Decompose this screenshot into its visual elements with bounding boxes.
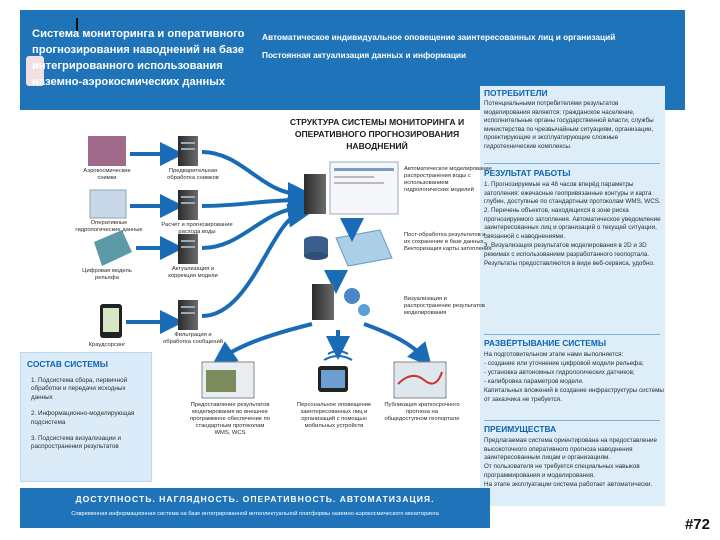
poster-title: Система мониторинга и оперативного прогн… — [32, 28, 245, 88]
server-icon — [178, 136, 198, 166]
output-label: Персональное оповещение заинтересованных… — [296, 402, 372, 429]
server-icon — [178, 234, 198, 264]
results-heading: РЕЗУЛЬТАТ РАБОТЫ — [484, 168, 571, 178]
visualization-label: Визуализация и распространение результат… — [404, 296, 485, 316]
footer-tagline: ДОСТУПНОСТЬ. НАГЛЯДНОСТЬ. ОПЕРАТИВНОСТЬ.… — [75, 494, 435, 504]
hydrology-data-icon — [89, 189, 127, 219]
processing-label: Расчёт и прогнозирование расхода воды — [161, 222, 233, 235]
divider — [484, 163, 660, 164]
composition-list: 1. Подсистема сбора, первичной обработки… — [31, 377, 149, 460]
advantages-heading: ПРЕИМУЩЕСТВА — [484, 424, 557, 434]
consumers-heading: ПОТРЕБИТЕЛИ — [484, 88, 548, 98]
results-item: 1. Прогнозируемые на 48 часов вперёд пар… — [484, 181, 661, 206]
source-label: Аэрокосмические снимки — [83, 168, 131, 181]
server-icon — [178, 190, 198, 220]
source-label: Краудсорсинг — [88, 342, 126, 348]
info-panel — [480, 86, 665, 506]
black-tick-mark — [76, 18, 78, 31]
flood-map-icon — [335, 229, 393, 267]
advantages-item: Предлагаемая система ориентирована на пр… — [484, 437, 658, 462]
database-icon — [304, 236, 328, 260]
footer-subline: Современная информационная система на ба… — [71, 511, 439, 517]
arrow — [201, 188, 312, 213]
composition-item: 1. Подсистема сбора, первичной обработки… — [31, 377, 128, 401]
deployment-item: - калибровка параметров модели. — [484, 378, 584, 386]
source-label: Оперативные гидрологические данные — [75, 220, 143, 233]
gear-icon — [344, 288, 360, 304]
page-number: #72 — [684, 516, 710, 533]
results-item: 3. Визуализация результатов моделировани… — [484, 242, 650, 258]
consumers-text: Потенциальными потребителями результатов… — [484, 100, 664, 152]
results-item: Результаты предоставляются в виде веб-се… — [484, 259, 655, 267]
deployment-heading: РАЗВЁРТЫВАНИЕ СИСТЕМЫ — [484, 338, 607, 348]
advantages-item: На этапе эксплуатации система работает а… — [484, 480, 653, 488]
header-notification-line: Автоматическое индивидуальное оповещение… — [262, 32, 616, 42]
poster: Система мониторинга и оперативного прогн… — [20, 10, 685, 528]
deployment-item: На подготовительном этапе нами выполняет… — [484, 351, 624, 358]
visualization-server-icon — [312, 284, 334, 320]
consumers-paragraph: Потенциальными потребителями результатов… — [484, 100, 654, 150]
deployment-text: На подготовительном этапе нами выполняет… — [484, 351, 664, 405]
source-label: Цифровая модель рельефа — [82, 268, 132, 281]
modeling-label: Автоматическое моделирование распростран… — [404, 166, 492, 193]
composition-heading: СОСТАВ СИСТЕМЫ — [27, 359, 108, 369]
header-update-line: Постоянная актуализация данных и информа… — [262, 50, 467, 60]
signal-icon — [327, 350, 349, 355]
satellite-image-icon — [88, 136, 126, 166]
composition-item: 3. Подсистема визуализации и распростран… — [31, 435, 122, 451]
gear-icon — [358, 304, 370, 316]
deployment-item: - создание или уточнение цифровой модели… — [484, 360, 644, 368]
system-structure-diagram: Аэрокосмические снимки Оперативные гидро… — [72, 134, 492, 436]
diagram-title: СТРУКТУРА СИСТЕМЫ МОНИТОРИНГА И ОПЕРАТИВ… — [289, 117, 465, 151]
red-accent-shape — [26, 56, 44, 86]
processing-label: Фильтрация и обработка сообщений — [163, 332, 223, 345]
terrain-model-icon — [94, 230, 132, 266]
divider — [484, 334, 660, 335]
diagram-graphics — [88, 136, 447, 399]
arrow — [363, 322, 432, 368]
divider — [484, 420, 660, 421]
results-item: 2. Перечень объектов, находящихся в зоне… — [484, 207, 661, 241]
output-label: Предоставление результатов моделирования… — [189, 402, 271, 436]
deployment-item: Капитальных вложений в создание инфрастр… — [484, 387, 664, 403]
advantages-text: Предлагаемая система ориентирована на пр… — [484, 437, 664, 490]
arrow — [201, 203, 312, 318]
composition-item: 2. Информационно-моделирующая подсистема — [31, 410, 135, 426]
advantages-item: От пользователя не требуется специальных… — [484, 463, 640, 479]
output-label: Публикация краткосрочного прогноза на об… — [384, 402, 460, 422]
postprocessing-label: Пост-обработка результатов и их сохранен… — [404, 232, 492, 252]
footer-banner: ДОСТУПНОСТЬ. НАГЛЯДНОСТЬ. ОПЕРАТИВНОСТЬ.… — [20, 488, 490, 528]
processing-label: Актуализация и коррекция модели — [168, 266, 218, 279]
arrow — [212, 322, 313, 365]
modeling-server-icon — [304, 174, 326, 214]
composition-box: СОСТАВ СИСТЕМЫ 1. Подсистема сбора, перв… — [20, 352, 152, 482]
processing-label: Предварительная обработка снимков — [167, 168, 219, 181]
results-text: 1. Прогнозируемые на 48 часов вперёд пар… — [484, 181, 664, 269]
server-icon — [178, 300, 198, 330]
deployment-item: - установка автономных гидрологических д… — [484, 369, 635, 377]
